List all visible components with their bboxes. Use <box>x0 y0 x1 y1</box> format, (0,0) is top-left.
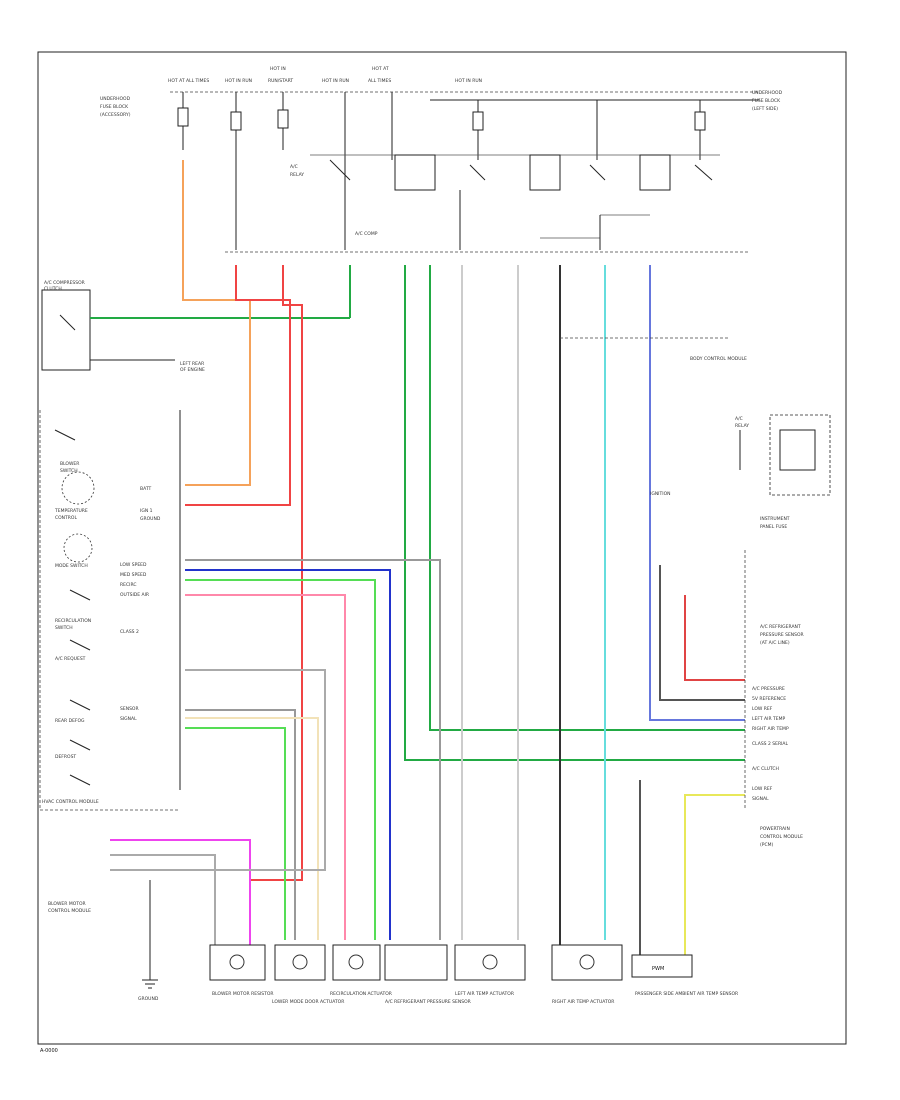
svg-text:RECIRCULATION: RECIRCULATION <box>55 618 91 624</box>
svg-text:SIGNAL: SIGNAL <box>752 796 769 802</box>
component-mode-actuator <box>274 944 326 981</box>
label-c6: RIGHT AIR TEMP ACTUATOR <box>552 999 614 1005</box>
ground-symbol: GROUND BLOWER MOTOR CONTROL MODULE <box>48 880 159 1002</box>
svg-text:LOW SPEED: LOW SPEED <box>120 562 147 568</box>
svg-text:SWITCH: SWITCH <box>55 625 73 631</box>
svg-text:RUN/START: RUN/START <box>268 78 293 84</box>
svg-text:MED SPEED: MED SPEED <box>120 572 147 578</box>
svg-text:CONTROL: CONTROL <box>55 515 77 521</box>
label-c3: RECIRCULATION ACTUATOR <box>330 991 392 997</box>
svg-text:CLASS 2 SERIAL: CLASS 2 SERIAL <box>752 741 788 747</box>
svg-text:RELAY: RELAY <box>735 423 749 429</box>
svg-text:ALL TIMES: ALL TIMES <box>368 78 391 84</box>
svg-text:LEFT REAR: LEFT REAR <box>180 361 204 367</box>
svg-text:IGN 1: IGN 1 <box>140 508 153 514</box>
svg-text:RIGHT AIR TEMP: RIGHT AIR TEMP <box>752 726 789 732</box>
svg-text:(LEFT SIDE): (LEFT SIDE) <box>752 106 778 112</box>
svg-text:A/C: A/C <box>290 164 298 170</box>
diagram-border <box>37 51 847 1045</box>
svg-text:SWITCH: SWITCH <box>60 468 78 474</box>
svg-text:OUTSIDE AIR: OUTSIDE AIR <box>120 592 149 598</box>
svg-text:A/C COMP: A/C COMP <box>355 231 378 237</box>
svg-text:INSTRUMENT: INSTRUMENT <box>760 516 790 522</box>
svg-text:MODE SWITCH: MODE SWITCH <box>55 563 88 569</box>
svg-text:SENSOR: SENSOR <box>120 706 139 712</box>
svg-text:UNDERHOOD: UNDERHOOD <box>100 96 131 102</box>
svg-text:5V REFERENCE: 5V REFERENCE <box>752 696 786 702</box>
svg-text:GROUND: GROUND <box>140 516 161 522</box>
svg-text:A/C CLUTCH: A/C CLUTCH <box>752 766 779 772</box>
svg-text:HOT IN RUN: HOT IN RUN <box>322 78 349 84</box>
svg-text:CLUTCH: CLUTCH <box>44 286 62 292</box>
footer-code: A-0000 <box>40 1048 58 1054</box>
label-c2: LOWER MODE DOOR ACTUATOR <box>272 999 344 1005</box>
svg-text:A/C REQUEST: A/C REQUEST <box>55 656 86 662</box>
svg-text:HOT IN RUN: HOT IN RUN <box>225 78 252 84</box>
svg-text:REAR DEFOG: REAR DEFOG <box>55 718 85 724</box>
component-recirc-actuator <box>332 944 381 981</box>
label-c4: A/C REFRIGERANT PRESSURE SENSOR <box>385 999 471 1005</box>
svg-text:PRESSURE SENSOR: PRESSURE SENSOR <box>760 632 804 638</box>
svg-text:PANEL FUSE: PANEL FUSE <box>760 524 787 530</box>
ground-label: GROUND <box>138 996 159 1002</box>
label-c5: LEFT AIR TEMP ACTUATOR <box>455 991 514 997</box>
svg-text:UNDERHOOD: UNDERHOOD <box>752 90 783 96</box>
svg-text:A/C: A/C <box>735 416 743 422</box>
pcm-block: A/C REFRIGERANT PRESSURE SENSOR (AT A/C … <box>744 550 804 848</box>
svg-text:CONTROL MODULE: CONTROL MODULE <box>48 908 91 914</box>
svg-text:FUSE BLOCK: FUSE BLOCK <box>100 104 129 110</box>
svg-text:CONTROL MODULE: CONTROL MODULE <box>760 834 803 840</box>
component-ac-sensor <box>384 944 448 981</box>
svg-text:(ACCESSORY): (ACCESSORY) <box>100 112 131 118</box>
component-right-temp-actuator <box>551 944 623 981</box>
svg-text:LOW REF: LOW REF <box>752 786 773 792</box>
svg-text:BODY CONTROL MODULE: BODY CONTROL MODULE <box>690 356 747 362</box>
svg-text:HOT AT ALL TIMES: HOT AT ALL TIMES <box>168 78 209 84</box>
svg-text:BATT: BATT <box>140 486 151 492</box>
wires <box>110 160 745 960</box>
fuse-block-area: HOT AT ALL TIMES HOT IN RUN HOT IN RUN/S… <box>100 66 783 250</box>
pressure-switch: A/C COMPRESSOR CLUTCH LEFT REAR OF ENGIN… <box>41 280 350 373</box>
svg-text:RELAY: RELAY <box>290 172 304 178</box>
component-blower-resistor <box>209 944 266 981</box>
ambient-sensor-block: A/C RELAY IGNITION INSTRUMENT PANEL FUSE <box>650 414 831 530</box>
control-panel-label: HVAC CONTROL MODULE <box>42 799 99 805</box>
relay-block: A/C RELAY A/C COMP <box>290 154 720 250</box>
svg-text:(AT A/C LINE): (AT A/C LINE) <box>760 640 790 646</box>
svg-text:HOT IN RUN: HOT IN RUN <box>455 78 482 84</box>
label-c1: BLOWER MOTOR RESISTOR <box>212 991 274 997</box>
svg-text:OF ENGINE: OF ENGINE <box>180 367 205 373</box>
svg-text:CLASS 2: CLASS 2 <box>120 629 139 635</box>
component-ambient-sensor <box>631 954 693 978</box>
svg-text:IGNITION: IGNITION <box>650 491 671 497</box>
svg-text:LOW REF: LOW REF <box>752 706 773 712</box>
svg-text:POWERTRAIN: POWERTRAIN <box>760 826 790 832</box>
svg-text:RECIRC: RECIRC <box>120 582 136 588</box>
svg-text:A/C COMPRESSOR: A/C COMPRESSOR <box>44 280 85 286</box>
svg-text:SIGNAL: SIGNAL <box>120 716 137 722</box>
svg-text:A/C REFRIGERANT: A/C REFRIGERANT <box>760 624 801 630</box>
svg-text:BLOWER: BLOWER <box>60 461 79 467</box>
svg-text:FUSE BLOCK: FUSE BLOCK <box>752 98 781 104</box>
svg-text:LEFT AIR TEMP: LEFT AIR TEMP <box>752 716 785 722</box>
svg-text:TEMPERATURE: TEMPERATURE <box>54 508 88 514</box>
svg-text:HOT IN: HOT IN <box>270 66 286 72</box>
label-c7: PASSENGER SIDE AMBIENT AIR TEMP SENSOR <box>635 991 738 997</box>
svg-text:BLOWER MOTOR: BLOWER MOTOR <box>48 901 86 907</box>
svg-text:HOT AT: HOT AT <box>372 66 389 72</box>
svg-text:(PCM): (PCM) <box>760 842 773 848</box>
pwm-label: PWM <box>652 966 664 972</box>
hvac-control-module: BLOWER SWITCH TEMPERATURE CONTROL MODE S… <box>39 410 181 811</box>
svg-text:A/C PRESSURE: A/C PRESSURE <box>752 686 785 692</box>
component-left-temp-actuator <box>454 944 526 981</box>
svg-text:DEFROST: DEFROST <box>55 754 76 760</box>
bottom-components: PWM BLOWER MOTOR RESISTOR LOWER MODE DOO… <box>209 944 738 1005</box>
